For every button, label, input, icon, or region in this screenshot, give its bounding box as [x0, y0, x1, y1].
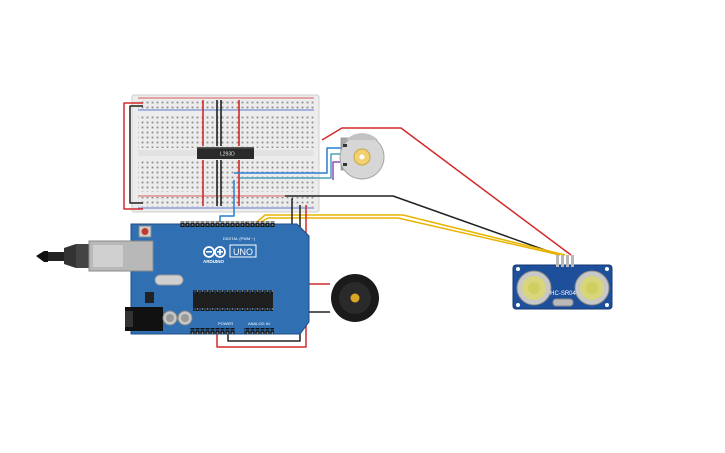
arduino-label: ARDUINO: [203, 259, 224, 264]
power-header[interactable]: [190, 328, 235, 334]
analog-header[interactable]: [244, 328, 274, 334]
atmega-chip: [193, 293, 273, 308]
wire-blue-digital: [219, 180, 235, 222]
wire-black-sensor-gnd: [285, 195, 560, 256]
wire-black-rail-left: [129, 105, 143, 204]
wire-yellow-trig: [256, 214, 566, 256]
wire-motor-blue: [234, 147, 341, 174]
uno-label: UNO: [233, 247, 253, 257]
sensor-pins[interactable]: [556, 255, 574, 267]
dc-motor[interactable]: [339, 133, 385, 180]
chip-label: L293D: [220, 152, 235, 158]
wire-motor-purple: [332, 161, 340, 180]
power-label: POWER: [218, 321, 233, 326]
analog-label: ANALOG IN: [248, 321, 270, 326]
transducer-left: [516, 270, 552, 306]
digital-label: DIGITAL (PWM ~): [223, 236, 256, 241]
crystal-oscillator: [154, 274, 184, 286]
capacitors: [162, 310, 193, 326]
l293d-chip[interactable]: L293D: [197, 147, 254, 159]
wire-red-rail-left: [123, 102, 143, 210]
transducer-right: [574, 270, 610, 306]
piezo-buzzer[interactable]: [331, 274, 379, 322]
arduino-logo: ARDUINO: [203, 246, 226, 264]
wires[interactable]: [123, 102, 572, 348]
wire-yellow-echo: [260, 217, 561, 256]
ultrasonic-sensor[interactable]: HC-SR04: [512, 255, 613, 310]
breadboard-jumpers[interactable]: [202, 100, 240, 206]
wire-motor-teal: [240, 153, 341, 179]
usb-cable: [36, 244, 90, 268]
uno-badge: UNO: [229, 244, 257, 258]
wire-red-sensor-vcc: [321, 127, 572, 256]
breadboard[interactable]: [131, 94, 320, 213]
arduino-uno[interactable]: DIGITAL (PWM ~) ARDUINO UNO: [36, 221, 310, 335]
digital-header[interactable]: [180, 221, 275, 227]
sensor-label: HC-SR04: [550, 291, 576, 297]
